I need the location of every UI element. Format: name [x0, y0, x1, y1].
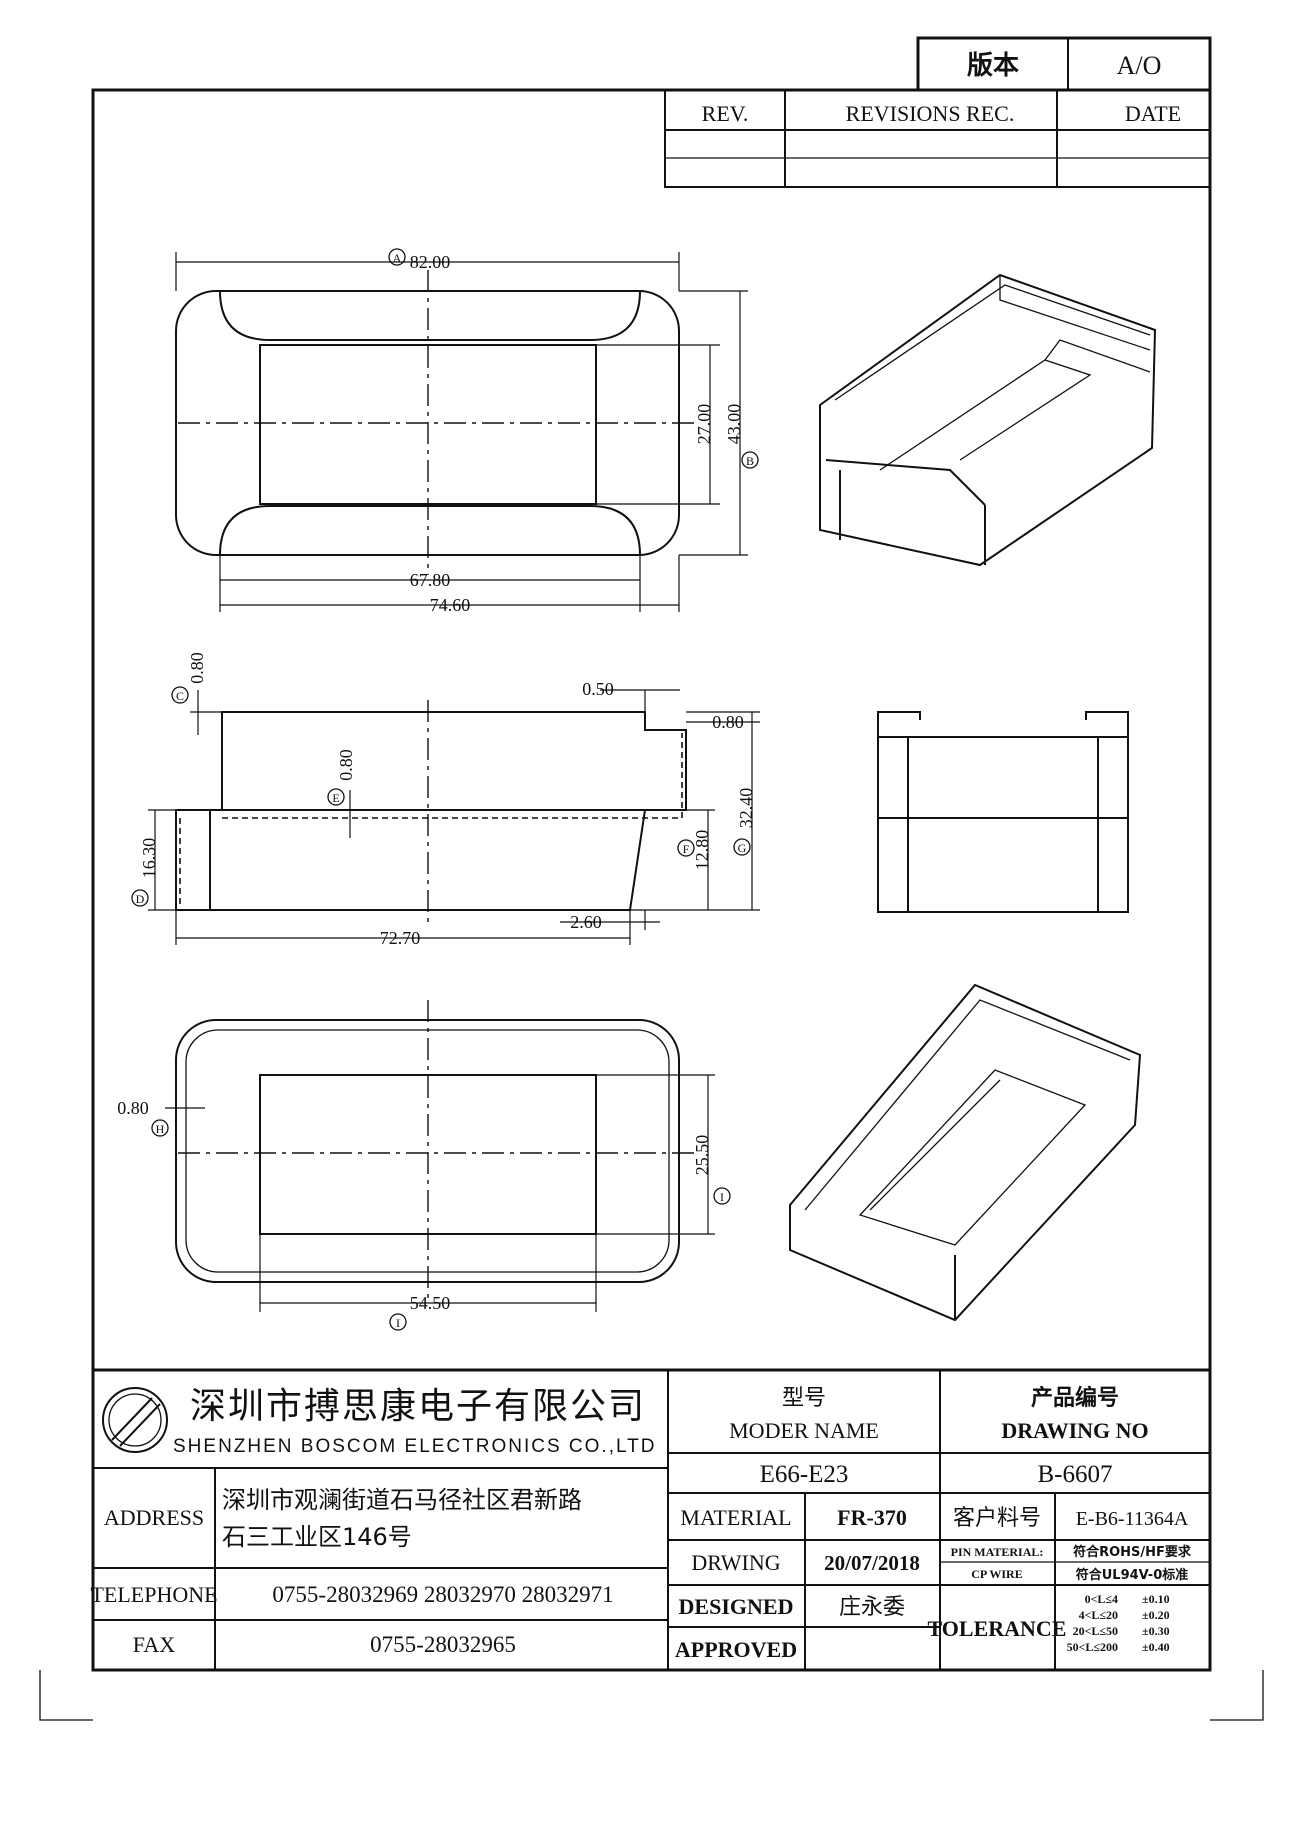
- fax-label: FAX: [133, 1632, 175, 1657]
- marker-h: H: [156, 1122, 165, 1136]
- model-label-cn: 型号: [782, 1386, 826, 1411]
- drawing-label-en: DRAWING NO: [1001, 1418, 1148, 1443]
- marker-f: F: [683, 842, 690, 856]
- version-value: A/O: [1117, 51, 1162, 80]
- side-view: [877, 711, 1129, 913]
- tolerance-value-2: ±0.20: [1142, 1608, 1170, 1622]
- dim-27: 27.00: [694, 404, 714, 445]
- marker-b: B: [746, 454, 754, 468]
- dim-0-8-right: 0.80: [712, 712, 744, 732]
- marker-a: A: [393, 251, 402, 265]
- dim-0-8-e: 0.80: [336, 749, 356, 781]
- address-line2: 石三工业区146号: [222, 1523, 412, 1551]
- dim-markers: A B C D E F G H I I: [131, 248, 759, 1331]
- company-name-en: SHENZHEN BOSCOM ELECTRONICS CO.,LTD: [173, 1436, 656, 1457]
- dim-2-6: 2.60: [570, 912, 602, 932]
- circle-slash-logo: [102, 1387, 168, 1453]
- revisions-header: REVISIONS REC.: [846, 101, 1015, 126]
- bottom-view: 0.80 25.50 54.50: [117, 1000, 715, 1313]
- dim-0-8-h: 0.80: [117, 1098, 149, 1118]
- marker-g: G: [738, 841, 747, 855]
- tolerance-range-4: 50<L≤200: [1067, 1640, 1118, 1654]
- marker-i-vertical: I: [720, 1190, 724, 1204]
- designed-label: DESIGNED: [679, 1594, 794, 1619]
- dim-67-8: 67.80: [410, 570, 451, 590]
- customer-code-label: 客户料号: [953, 1506, 1041, 1531]
- tolerance-value-4: ±0.40: [1142, 1640, 1170, 1654]
- drawing-value: B-6607: [1038, 1461, 1113, 1488]
- telephone-value: 0755-28032969 28032970 28032971: [272, 1582, 613, 1607]
- dim-12-8: 12.80: [692, 830, 712, 871]
- dim-72-7: 72.70: [380, 928, 421, 948]
- fax-value: 0755-28032965: [370, 1632, 516, 1657]
- cp-wire-label: CP WIRE: [971, 1567, 1022, 1581]
- front-view: 0.80 0.50 0.80 0.80 16.30 12.80 32.40 72…: [139, 652, 760, 948]
- pin-material-value: 符合ROHS/HF要求: [1073, 1544, 1192, 1560]
- marker-d: D: [136, 892, 145, 906]
- drawing-date-label: DRWING: [691, 1550, 780, 1575]
- date-header: DATE: [1125, 101, 1181, 126]
- top-view: 82.00 67.80 74.60 27.00 43.00: [175, 252, 748, 615]
- model-value: E66-E23: [760, 1461, 849, 1488]
- dim-82: 82.00: [410, 252, 451, 272]
- dim-16-3: 16.30: [139, 838, 159, 879]
- dim-74-6: 74.60: [430, 595, 471, 615]
- version-box: 版本 A/O: [916, 36, 1212, 92]
- version-label: 版本: [966, 51, 1019, 81]
- title-block: 深圳市搏思康电子有限公司 SHENZHEN BOSCOM ELECTRONICS…: [90, 1368, 1210, 1670]
- isometric-view-bottom: [789, 983, 1142, 1322]
- marker-i-horizontal: I: [396, 1316, 400, 1330]
- dim-25-5: 25.50: [692, 1135, 712, 1176]
- marker-c: C: [176, 689, 184, 703]
- address-line1: 深圳市观澜街道石马径社区君新路: [222, 1486, 582, 1514]
- material-label: MATERIAL: [680, 1505, 791, 1530]
- telephone-label: TELEPHONE: [90, 1582, 217, 1607]
- tolerance-range-2: 4<L≤20: [1079, 1608, 1118, 1622]
- tolerance-range-3: 20<L≤50: [1073, 1624, 1118, 1638]
- corner-mark-left: [39, 1670, 93, 1721]
- tolerance-value-3: ±0.30: [1142, 1624, 1170, 1638]
- drawing-frame: [91, 88, 1212, 1672]
- tolerance-label: TOLERANCE: [928, 1616, 1067, 1641]
- material-value: FR-370: [837, 1505, 907, 1530]
- drawing-label-cn: 产品编号: [1031, 1385, 1119, 1411]
- designed-value: 庄永委: [839, 1595, 905, 1620]
- marker-e: E: [332, 791, 339, 805]
- isometric-view-top: [819, 273, 1157, 567]
- tolerance-value-1: ±0.10: [1142, 1592, 1170, 1606]
- tolerance-range-1: 0<L≤4: [1085, 1592, 1118, 1606]
- address-label: ADDRESS: [104, 1505, 204, 1530]
- dim-32-4: 32.40: [736, 788, 756, 829]
- revision-table: REV. REVISIONS REC. DATE: [664, 89, 1211, 188]
- model-label-en: MODER NAME: [729, 1418, 879, 1443]
- dim-0-5: 0.50: [582, 679, 614, 699]
- dim-54-5: 54.50: [410, 1293, 451, 1313]
- dim-0-8-c: 0.80: [187, 652, 207, 684]
- pin-material-label: PIN MATERIAL:: [951, 1545, 1044, 1559]
- cp-wire-value: 符合UL94V-0标准: [1076, 1567, 1189, 1583]
- rev-header: REV.: [702, 101, 749, 126]
- corner-mark-right: [1210, 1670, 1264, 1721]
- approved-label: APPROVED: [675, 1637, 797, 1662]
- drawing-date-value: 20/07/2018: [824, 1551, 920, 1575]
- dim-43: 43.00: [724, 404, 744, 445]
- company-name-cn: 深圳市搏思康电子有限公司: [190, 1386, 646, 1427]
- customer-code-value: E-B6-11364A: [1076, 1508, 1189, 1530]
